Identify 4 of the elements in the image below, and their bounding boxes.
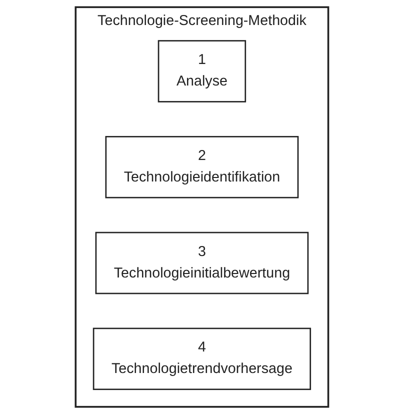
- node-box: 1 Analyse: [157, 40, 246, 102]
- node-box: 2 Technologieidentifikation: [104, 136, 298, 198]
- node-box: 4 Technologietrendvorhersage: [92, 328, 311, 390]
- node-box: 3 Technologieinitialbewertung: [94, 232, 308, 294]
